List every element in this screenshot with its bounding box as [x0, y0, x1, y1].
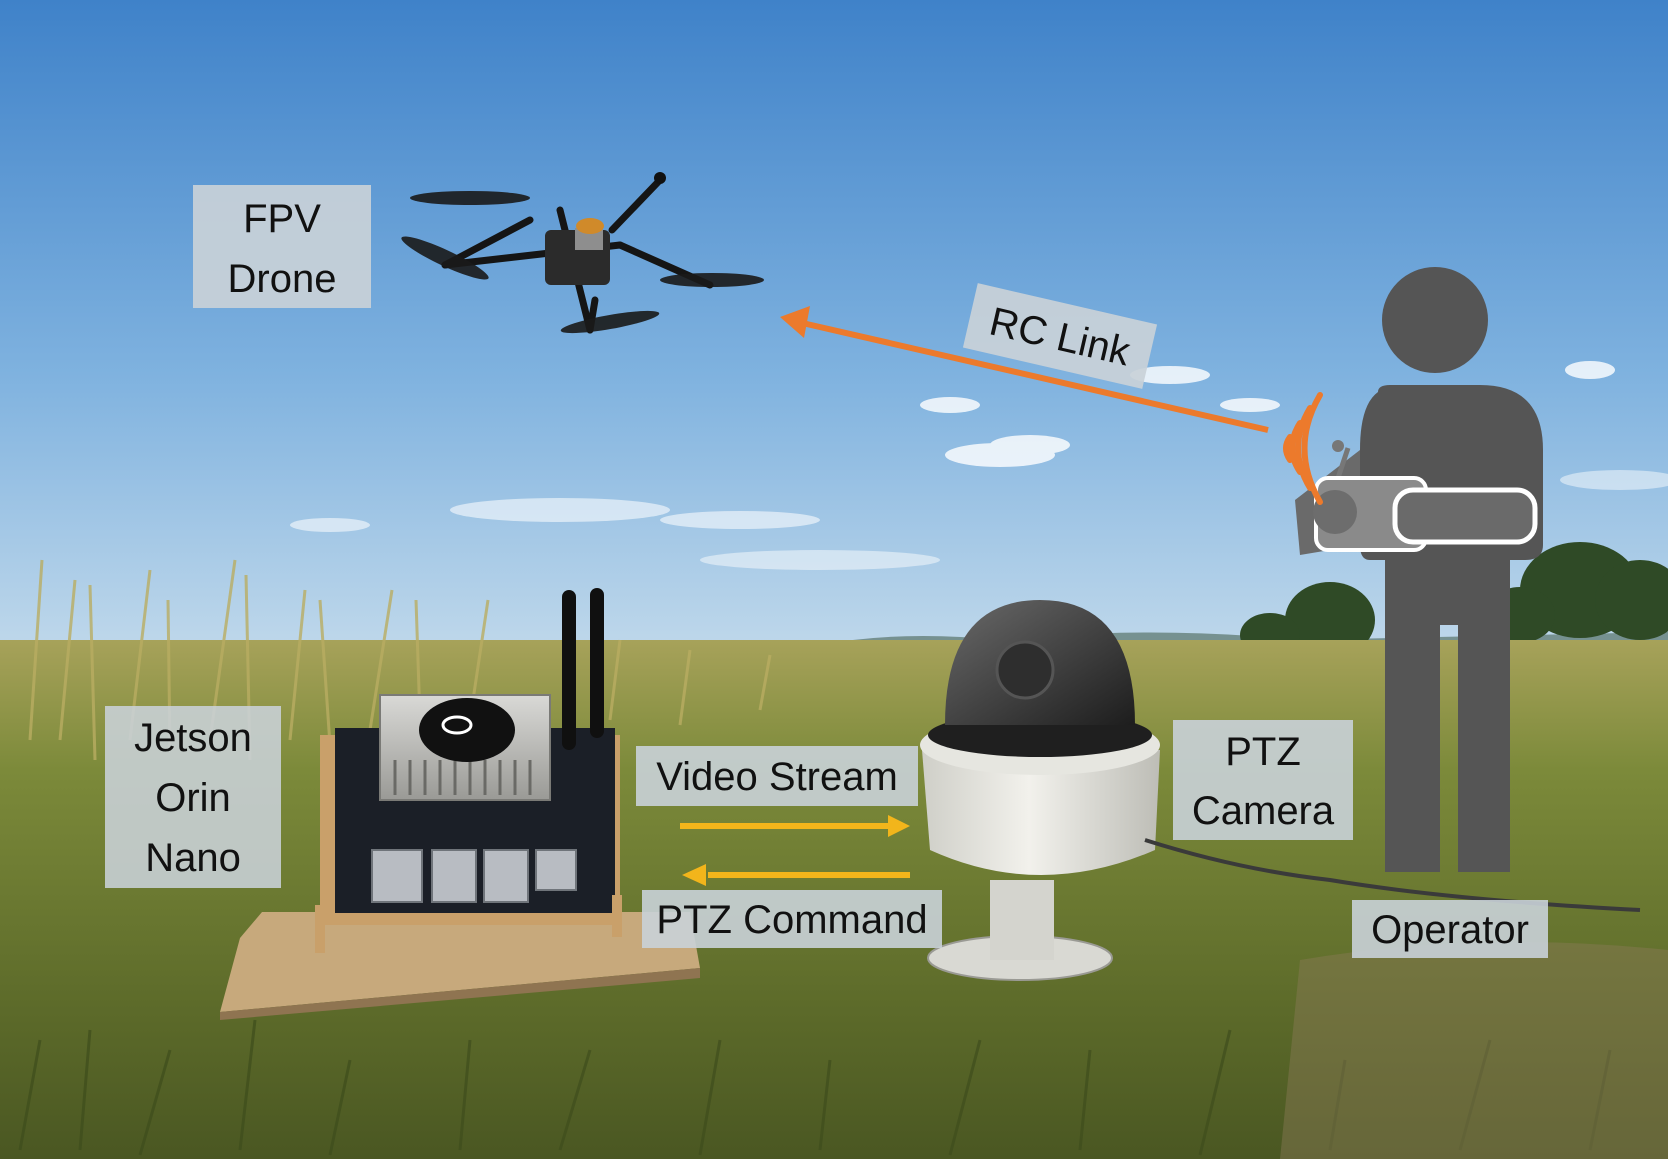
video-stream-label-text: Video Stream: [656, 755, 898, 799]
rc-link-arrow: [780, 306, 1269, 433]
ptz-command-label-text: PTZ Command: [656, 898, 927, 942]
drone-label-line-1: FPV: [243, 197, 321, 241]
ptz-command-label: PTZ Command: [642, 890, 942, 948]
ground-grass: [18, 1019, 1612, 1156]
ptz-camera-label-line-1: PTZ: [1225, 730, 1301, 774]
ptz-camera-label-line-2: Camera: [1192, 789, 1335, 833]
ptz-camera-label: PTZ Camera: [1173, 720, 1353, 840]
ptz-camera-icon: [920, 600, 1641, 981]
ptz-command-arrow: [682, 864, 910, 886]
video-stream-arrow: [680, 815, 910, 837]
remote-controller-icon: [1313, 440, 1538, 552]
operator-label-text: Operator: [1371, 908, 1529, 952]
jetson-label-line-1: Jetson: [134, 716, 252, 760]
clouds: [290, 361, 1668, 570]
drone-label-line-2: Drone: [228, 257, 337, 301]
video-stream-label: Video Stream: [636, 746, 918, 806]
signal-icon: [1283, 392, 1323, 505]
operator-label: Operator: [1352, 900, 1548, 958]
drone-icon: [401, 172, 764, 334]
dirt-patch: [1280, 942, 1668, 1159]
tall-grass: [28, 559, 772, 761]
jetson-label-line-2: Orin: [155, 776, 231, 820]
jetson-label: Jetson Orin Nano: [105, 706, 281, 888]
jetson-board-icon: [220, 588, 700, 1020]
jetson-label-line-3: Nano: [145, 836, 241, 880]
drone-label: FPV Drone: [193, 185, 371, 308]
